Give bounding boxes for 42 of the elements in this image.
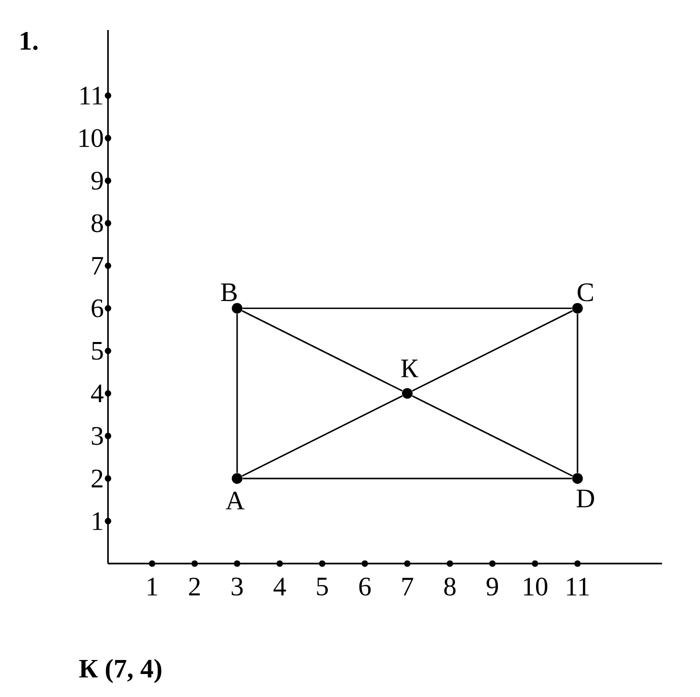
line-segment — [412, 395, 573, 477]
point-label: D — [576, 490, 594, 508]
point-label: К — [401, 360, 418, 378]
problem-number: 1. — [20, 32, 38, 50]
point — [572, 473, 583, 484]
tick-label: 10 — [80, 129, 103, 148]
tick-label: 4 — [91, 384, 104, 402]
line-segment — [576, 314, 578, 473]
point — [402, 388, 413, 399]
point — [232, 302, 242, 314]
tick-label: 9 — [91, 172, 103, 190]
tick-label: 11 — [80, 86, 102, 104]
tick-label: 7 — [402, 578, 414, 596]
line-segment — [242, 310, 403, 392]
tick-label: 2 — [92, 470, 102, 488]
point-label: C — [578, 283, 593, 302]
line-segment — [242, 478, 572, 480]
line-segment — [242, 395, 403, 477]
point-label: A — [226, 492, 245, 510]
line-segment — [242, 308, 572, 310]
tick-label: 2 — [189, 578, 200, 596]
tick-label: 4 — [274, 578, 286, 596]
tick-label: 1 — [148, 578, 158, 596]
tick-label: 5 — [92, 342, 103, 360]
point-label: B — [220, 284, 237, 302]
tick-label: 7 — [92, 257, 104, 275]
tick-label: 6 — [92, 299, 104, 318]
coordinate-note: К (7, 4) — [79, 658, 162, 684]
tick-label: 9 — [486, 578, 498, 596]
tick-label: 8 — [92, 214, 103, 232]
tick-label: 11 — [567, 578, 589, 596]
line-segment — [236, 314, 238, 473]
point — [572, 302, 583, 314]
tick-label: 3 — [92, 427, 103, 445]
tick-label: 1 — [92, 512, 102, 530]
tick-label: 5 — [317, 578, 328, 596]
tick-label: 10 — [524, 578, 548, 596]
point — [232, 473, 242, 484]
tick-label: 8 — [444, 578, 456, 596]
tick-label: 6 — [359, 578, 371, 596]
tick-label: 3 — [232, 578, 243, 596]
line-segment — [412, 310, 573, 392]
